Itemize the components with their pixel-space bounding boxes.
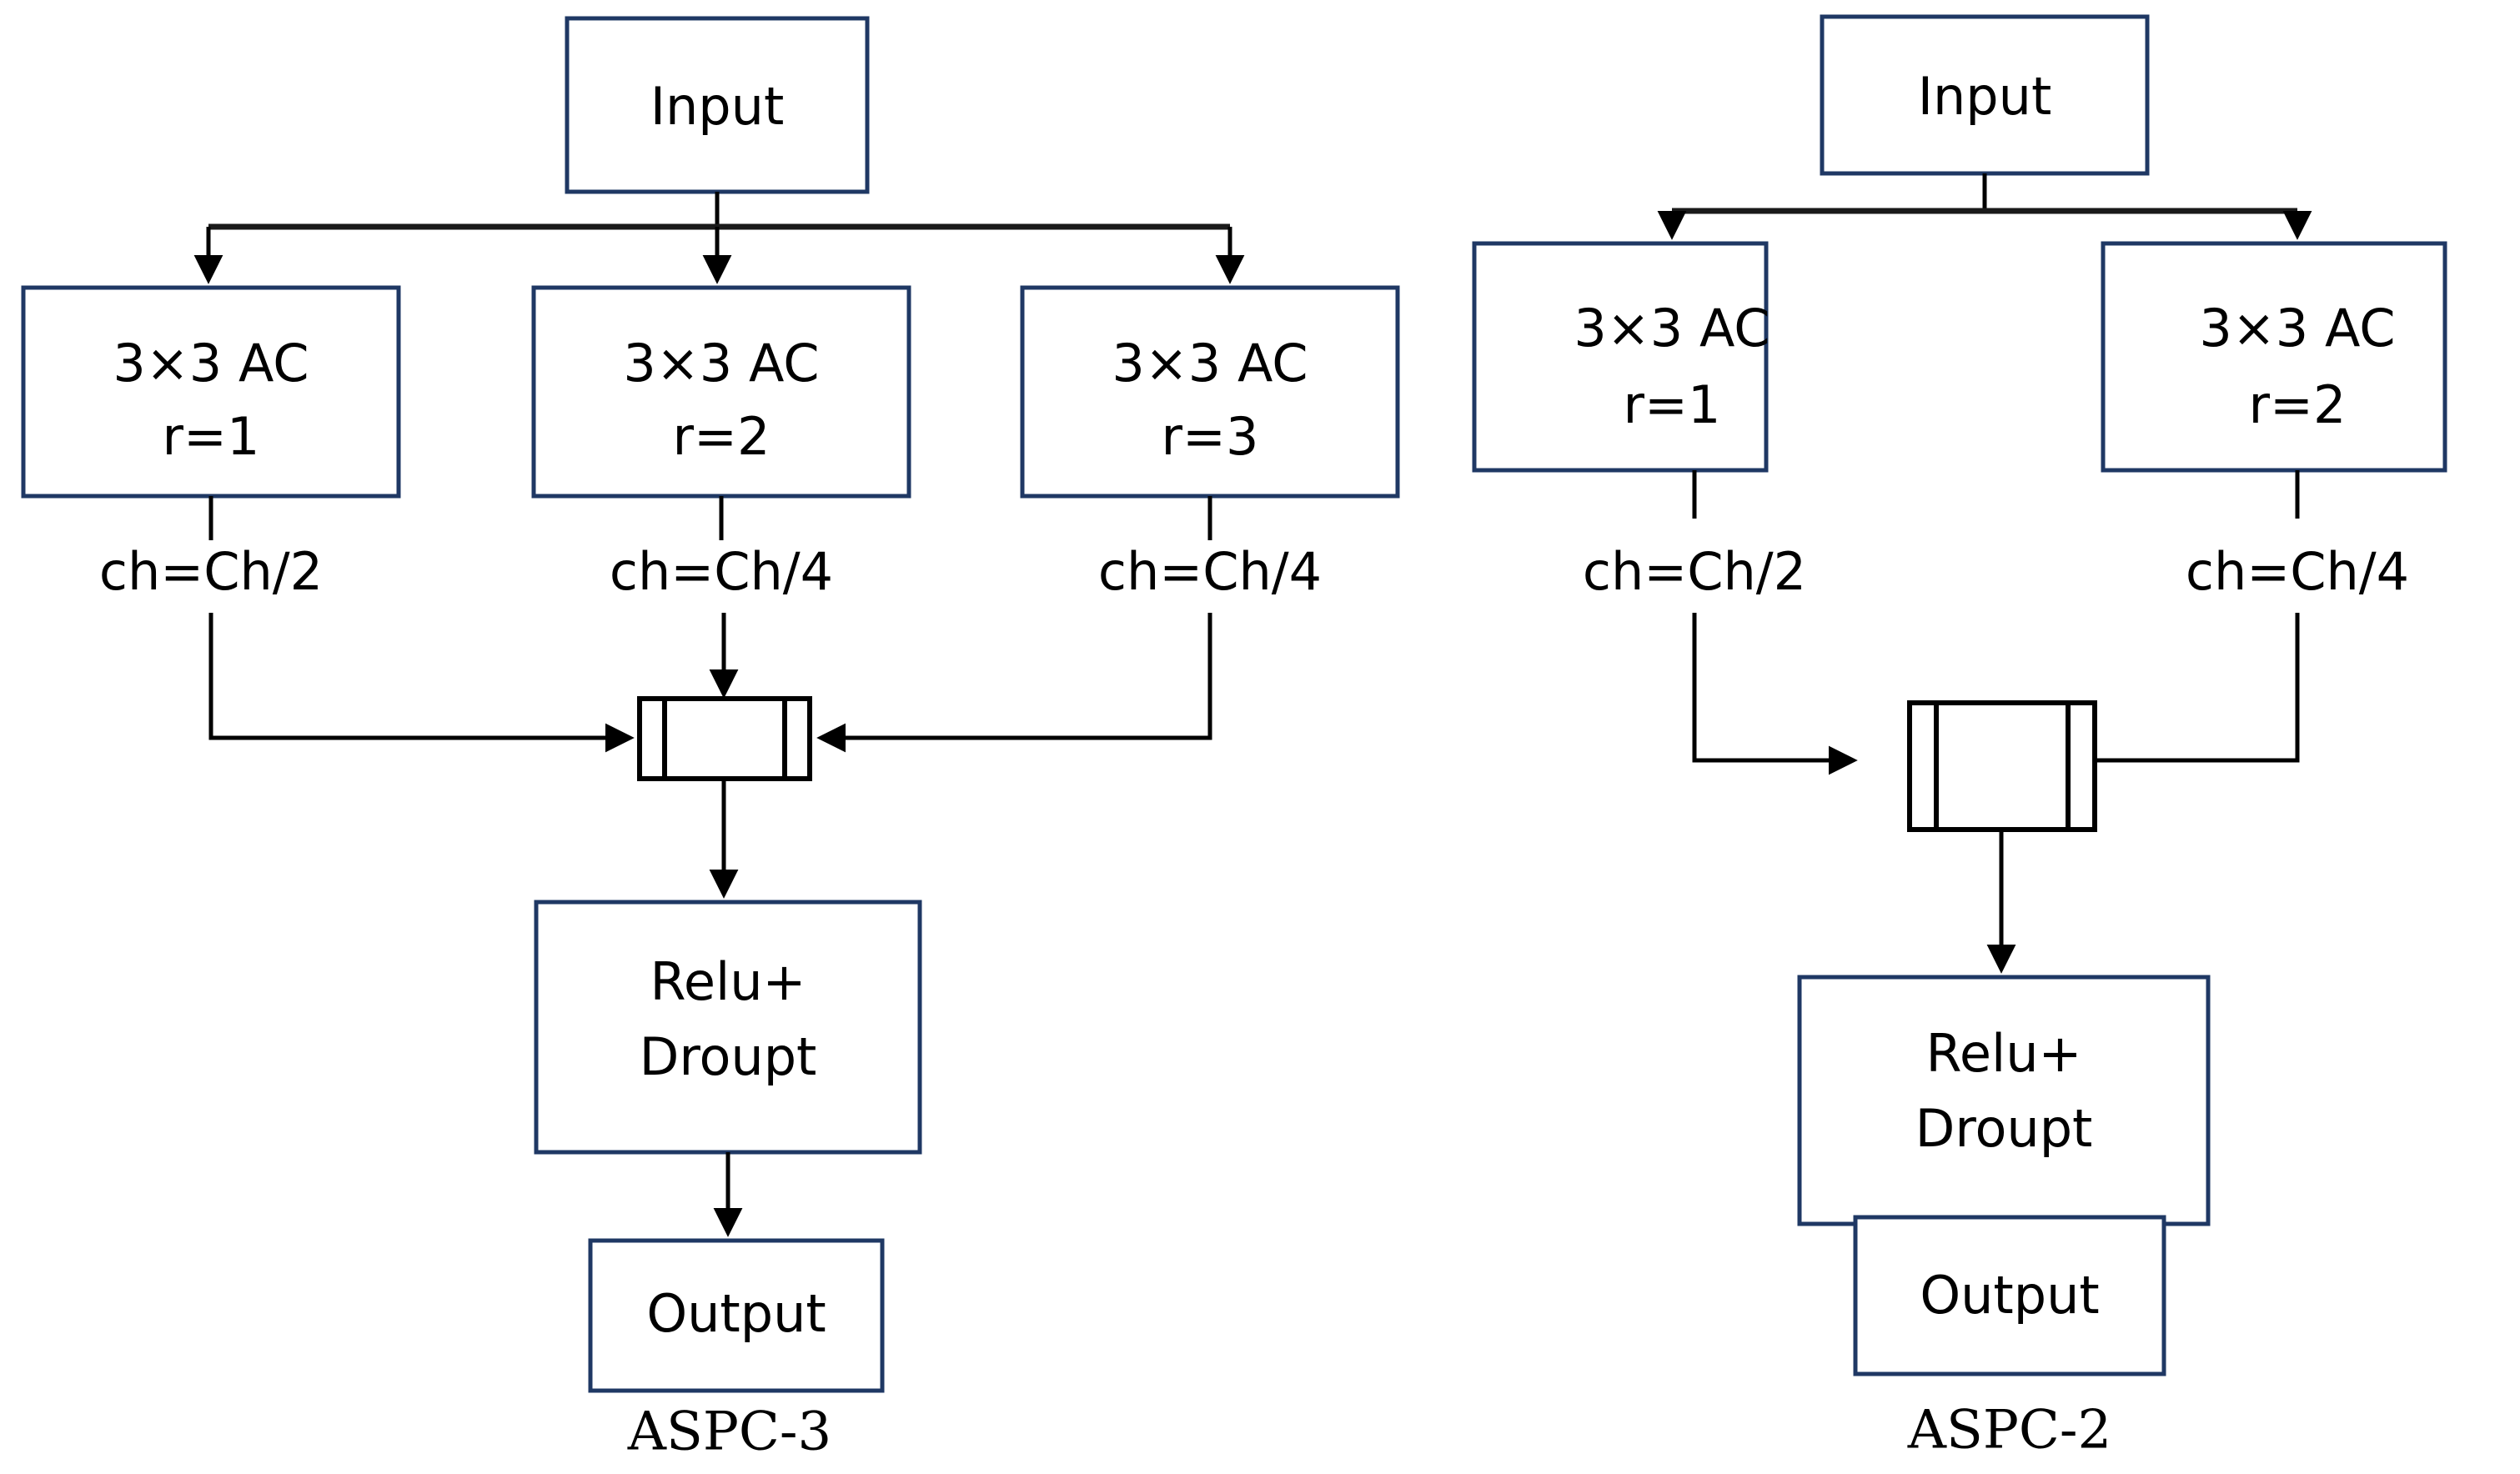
aspc3-input-node: Input [565,16,870,194]
aspc3-input-label: Input [650,76,785,137]
aspc3-branch-connectors [193,192,1245,284]
aspc2-conv-node-1: 3×3 AC r=1 [1472,241,1770,473]
aspc2-conv-node-2: 3×3 AC r=2 [2101,241,2447,473]
aspc2-activation-line-1: Relu+ [1926,1023,2082,1084]
aspc2-activation-node: Relu+ Droupt [1797,975,2211,1226]
aspc3-branch-2-channel-label: ch=Ch/4 [610,541,833,602]
aspc3-activation-line-2: Droupt [640,1026,817,1087]
aspc2-output-label: Output [1920,1265,2099,1326]
aspc2-branch-connectors [1657,173,2312,240]
aspc3-branch-2-channel-edge: ch=Ch/4 [610,496,833,699]
aspc3-branch-3-channel-edge: ch=Ch/4 [816,496,1322,753]
aspc2-branch-2-channel-edge: ch=Ch/4 [2011,470,2409,775]
aspc3-conv-3-kernel: 3×3 AC [1112,333,1308,394]
aspc2-branch-1-channel-label: ch=Ch/2 [1583,541,1806,602]
aspc2-conv-2-rate: r=2 [2249,374,2347,435]
aspc2-diagram: Input 3×3 AC r=1 3×3 AC r=2 [1472,14,2447,1461]
aspc3-output-label: Output [646,1283,826,1344]
aspc2-branch-1-channel-edge: ch=Ch/2 [1583,470,1858,775]
aspc3-conv-1-kernel: 3×3 AC [113,333,309,394]
aspc2-input-label: Input [1918,66,2052,127]
aspc2-input-node: Input [1820,14,2150,176]
aspc3-activation-node: Relu+ Droupt [534,900,922,1155]
aspc2-caption: ASPC-2 [1907,1400,2111,1461]
aspc3-conv-2-kernel: 3×3 AC [623,333,819,394]
aspc2-conv-1-kernel: 3×3 AC [1574,298,1770,358]
aspc3-conv-node-2: 3×3 AC r=2 [531,285,911,499]
aspc3-caption: ASPC-3 [627,1401,831,1463]
aspc2-activation-line-2: Droupt [1915,1098,2093,1159]
aspc2-conv-1-rate: r=1 [1624,374,1721,435]
aspc3-conv-1-rate: r=1 [163,406,260,467]
aspc3-branch-3-channel-label: ch=Ch/4 [1098,541,1322,602]
aspc3-conv-node-1: 3×3 AC r=1 [21,285,401,499]
aspc3-output-node: Output [588,1238,885,1393]
aspc3-conv-node-3: 3×3 AC r=3 [1020,285,1400,499]
aspc2-conv-2-kernel: 3×3 AC [2199,298,2395,358]
aspc3-branch-1-channel-label: ch=Ch/2 [99,541,323,602]
aspc2-branch-2-channel-label: ch=Ch/4 [2186,541,2409,602]
aspc2-output-node: Output [1853,1215,2166,1376]
aspc3-diagram: Input 3×3 AC r=1 [21,16,1400,1463]
aspc3-conv-2-rate: r=2 [673,406,771,467]
aspc2-concat-node [1907,700,2097,832]
aspc3-concat-node [637,696,812,781]
aspc3-activation-line-1: Relu+ [650,951,806,1012]
aspc3-conv-3-rate: r=3 [1162,406,1259,467]
aspc3-branch-1-channel-edge: ch=Ch/2 [99,496,635,753]
